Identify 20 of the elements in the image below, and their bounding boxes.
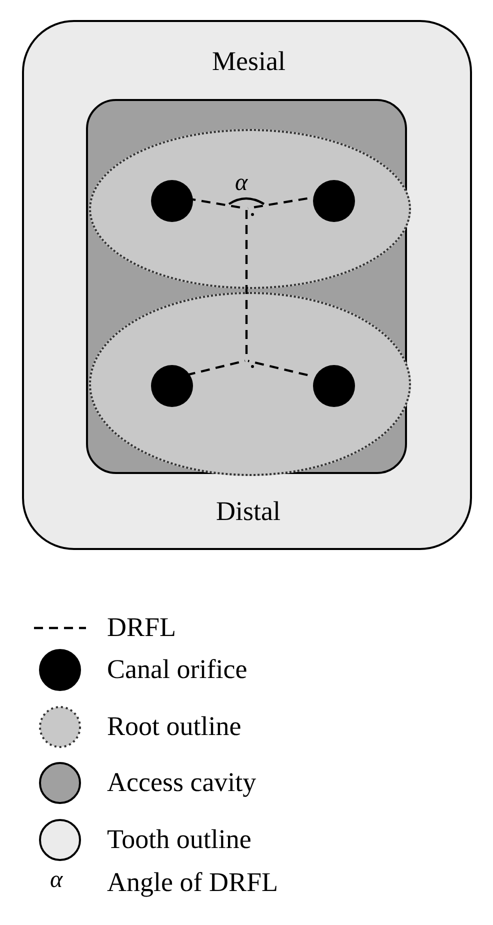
tooth-outline bbox=[22, 20, 472, 550]
junction-point bbox=[251, 213, 254, 216]
legend-text: Canal orifice bbox=[107, 654, 248, 685]
legend-text: Tooth outline bbox=[107, 824, 252, 855]
legend-text: Access cavity bbox=[107, 767, 256, 798]
legend-symbol: α bbox=[50, 867, 63, 894]
legend-text: Angle of DRFL bbox=[107, 867, 278, 898]
canal-orifice bbox=[151, 180, 193, 222]
drfl-line bbox=[248, 360, 308, 376]
drfl-line bbox=[248, 197, 308, 210]
junction-point bbox=[251, 365, 254, 368]
canal-orifice bbox=[151, 365, 193, 407]
canal-orifice bbox=[313, 180, 355, 222]
surface-label: Mesial bbox=[212, 46, 286, 77]
angle-symbol: α bbox=[235, 170, 248, 197]
canal-orifice bbox=[313, 365, 355, 407]
legend-text: Root outline bbox=[107, 711, 242, 742]
surface-label: Distal bbox=[216, 496, 280, 527]
legend-text: DRFL bbox=[107, 612, 176, 643]
drfl-line bbox=[186, 360, 246, 376]
